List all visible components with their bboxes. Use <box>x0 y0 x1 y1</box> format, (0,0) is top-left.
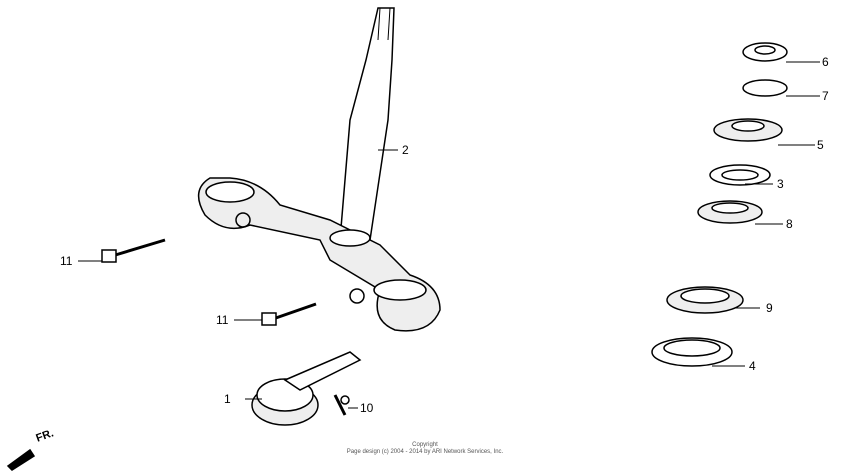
callout-11-left: 11 <box>60 254 73 268</box>
callout-2: 2 <box>402 143 409 157</box>
callout-3: 3 <box>777 177 784 191</box>
bearing-parts <box>651 42 788 367</box>
callout-8: 8 <box>786 217 793 231</box>
copyright-line1: Copyright <box>412 442 438 448</box>
horn <box>251 351 362 426</box>
copyright-line2: Page design (c) 2004 - 2014 by ARI Netwo… <box>346 449 504 455</box>
bolt-11-left <box>101 238 166 263</box>
callout-7: 7 <box>822 89 829 103</box>
callout-9: 9 <box>766 301 773 315</box>
bottom-bridge <box>197 177 441 332</box>
bolt-11-center <box>261 302 317 326</box>
fr-arrow <box>6 448 36 471</box>
callout-11-center: 11 <box>216 313 229 327</box>
steering-stem <box>339 7 395 241</box>
leader-lines <box>78 61 820 409</box>
screw-10 <box>333 394 350 416</box>
callout-1: 1 <box>224 392 231 406</box>
callout-6: 6 <box>822 55 829 69</box>
callout-10: 10 <box>360 401 374 415</box>
callout-4: 4 <box>749 359 756 373</box>
callout-5: 5 <box>817 138 824 152</box>
